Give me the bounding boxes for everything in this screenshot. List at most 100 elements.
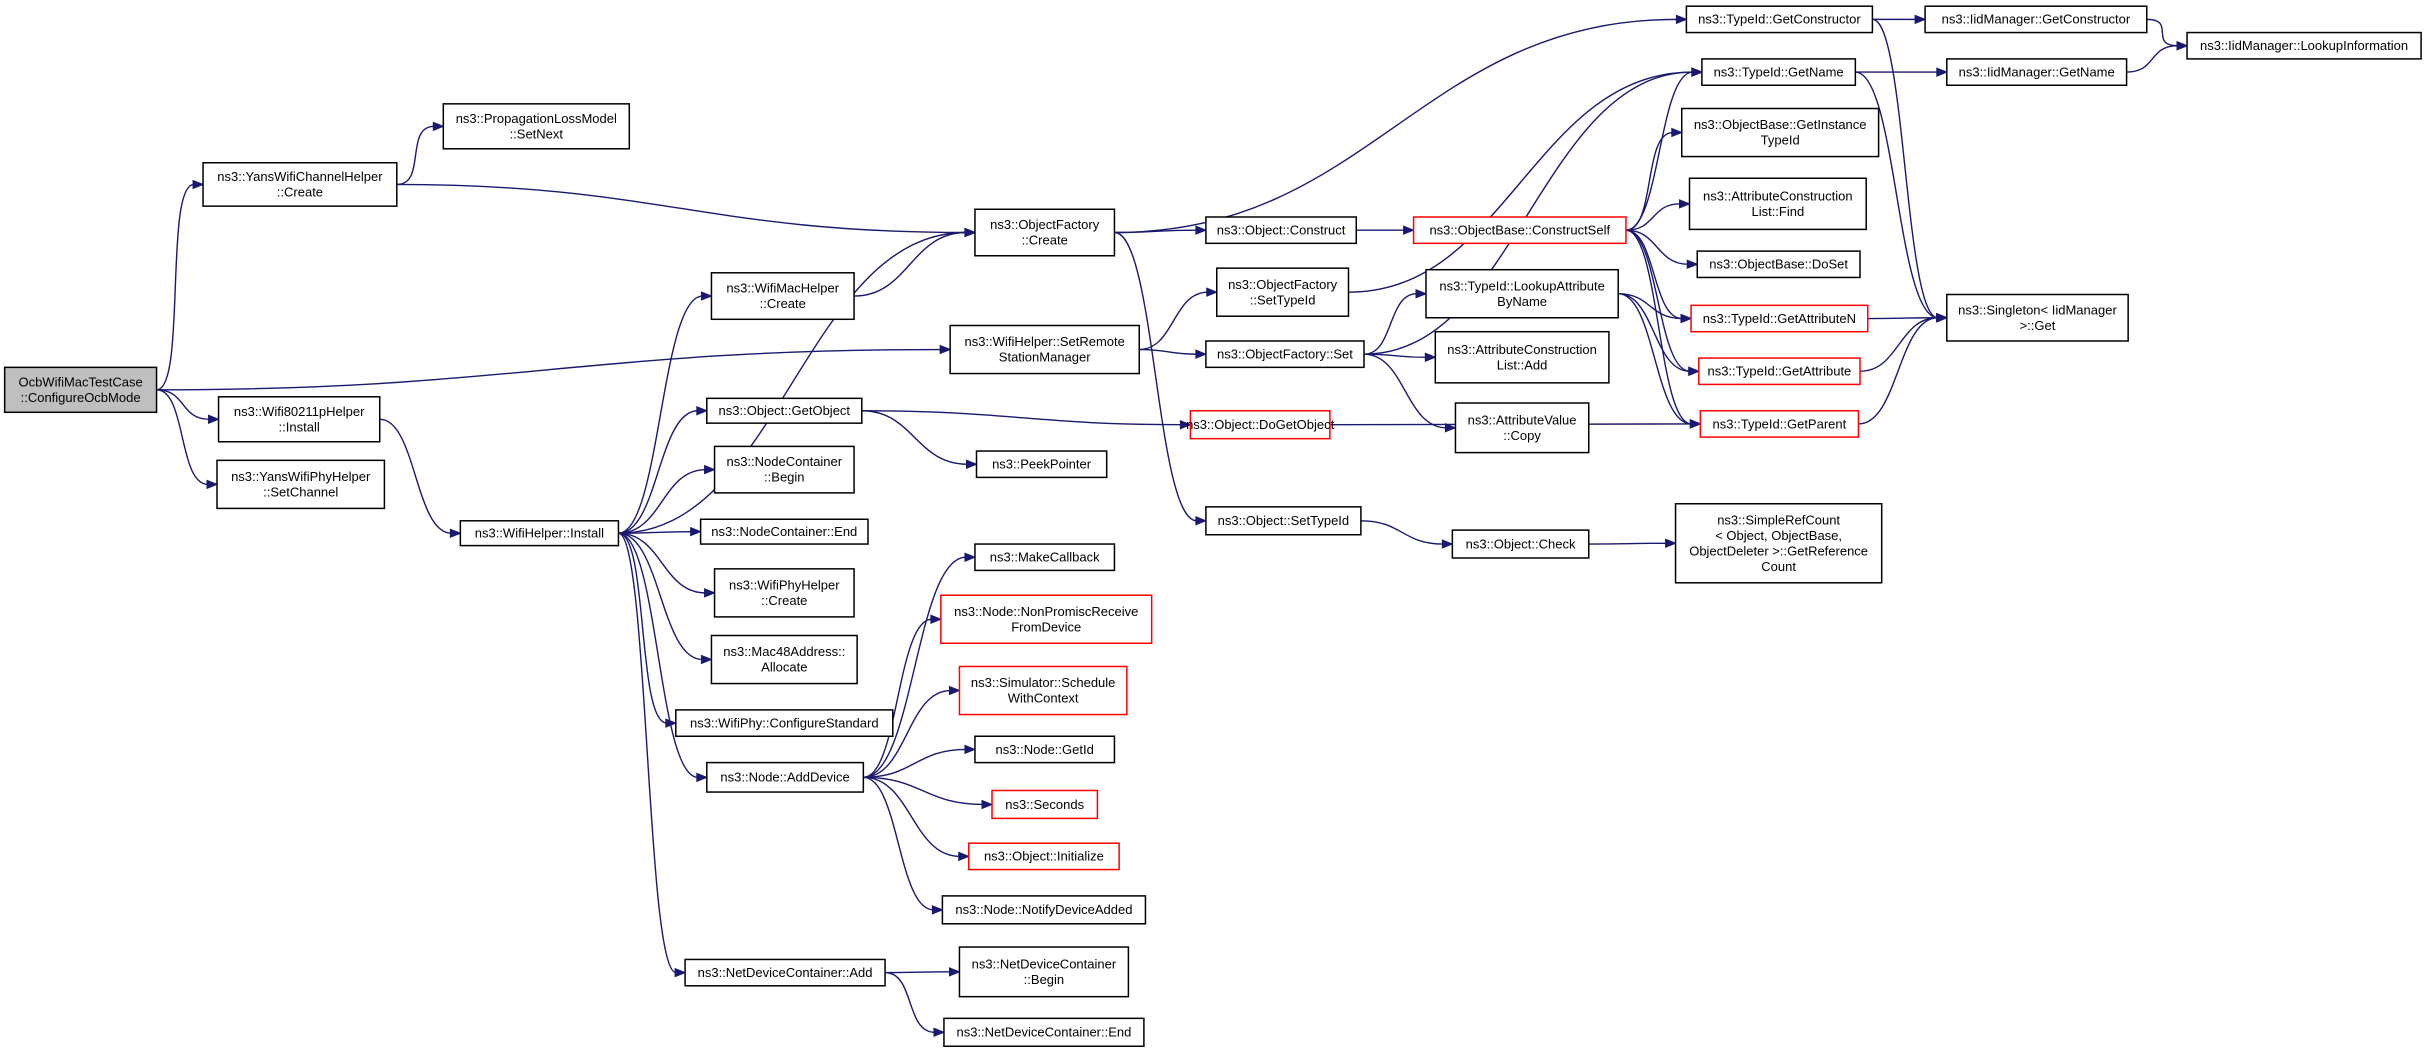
edge-line <box>618 532 667 724</box>
node-iid_lookupinfo[interactable]: ns3::IidManager::LookupInformation <box>2186 31 2422 60</box>
edge-line <box>1139 348 1197 355</box>
node-label-line: ns3::IidManager::GetName <box>1959 64 2115 79</box>
node-mac48_allocate[interactable]: ns3::Mac48Address::Allocate <box>710 634 858 685</box>
node-box <box>1699 410 1860 438</box>
node-wifihelper_install[interactable]: ns3::WifiHelper::Install <box>459 520 620 547</box>
edge-line <box>863 618 932 779</box>
call-edge-object_getobject-to-peekpointer <box>861 410 978 469</box>
node-object_check[interactable]: ns3::Object::Check <box>1451 529 1590 559</box>
node-node_adddevice[interactable]: ns3::Node::AddDevice <box>706 761 865 793</box>
node-iid_getconstructor[interactable]: ns3::IidManager::GetConstructor <box>1924 5 2148 34</box>
node-objbase_doset[interactable]: ns3::ObjectBase::DoSet <box>1696 250 1861 279</box>
node-label-line: ::Copy <box>1503 428 1541 443</box>
node-label-line: ns3::WifiHelper::SetRemote <box>964 334 1124 349</box>
node-typeid_getattribute[interactable]: ns3::TypeId::GetAttribute <box>1698 357 1861 386</box>
node-objfactory_set[interactable]: ns3::ObjectFactory::Set <box>1205 340 1365 369</box>
node-peekpointer[interactable]: ns3::PeekPointer <box>975 450 1108 479</box>
node-prop_setnext[interactable]: ns3::PropagationLossModel::SetNext <box>442 103 631 150</box>
node-object_getobject[interactable]: ns3::Object::GetObject <box>706 397 863 424</box>
arrowhead-icon <box>1671 127 1684 138</box>
node-label-line: ns3::WifiPhy::ConfigureStandard <box>690 715 879 730</box>
edge-line <box>618 532 677 974</box>
node-box <box>1688 177 1867 231</box>
node-netdevcont_end[interactable]: ns3::NetDeviceContainer::End <box>943 1017 1145 1047</box>
node-object_construct[interactable]: ns3::Object::Construct <box>1205 216 1358 245</box>
node-iid_getname[interactable]: ns3::IidManager::GetName <box>1946 58 2128 87</box>
arrowhead-icon <box>1424 352 1437 363</box>
node-makecallback[interactable]: ns3::MakeCallback <box>974 543 1116 572</box>
call-edge-netdevcont_add-to-netdevcont_end <box>885 971 946 1038</box>
node-label-line: ns3::PeekPointer <box>992 457 1092 472</box>
node-singleton_get[interactable]: ns3::Singleton< IidManager>::Get <box>1946 293 2129 342</box>
node-label-line: StationManager <box>999 350 1091 365</box>
node-box <box>1681 107 1880 158</box>
node-wifi80211p_install[interactable]: ns3::Wifi80211pHelper::Install <box>217 396 381 443</box>
arrowhead-icon <box>931 905 944 915</box>
node-objbase_constructself[interactable]: ns3::ObjectBase::ConstructSelf <box>1412 216 1627 245</box>
arrowhead-icon <box>1444 423 1457 433</box>
node-typeid_getconstructor[interactable]: ns3::TypeId::GetConstructor <box>1685 5 1874 34</box>
node-label-line: List::Add <box>1497 357 1548 372</box>
node-label-line: ns3::IidManager::GetConstructor <box>1942 12 2131 27</box>
call-edge-objbase_constructself-to-objbase_getinstance <box>1625 127 1684 231</box>
arrowhead-icon <box>432 121 445 132</box>
edge-line <box>1625 203 1681 231</box>
node-objfactory_settypeid[interactable]: ns3::ObjectFactory::SetTypeId <box>1216 267 1350 317</box>
node-seconds[interactable]: ns3::Seconds <box>991 789 1099 820</box>
node-label-line: ns3::AttributeConstruction <box>1703 188 1853 203</box>
arrowhead-icon <box>208 414 220 425</box>
node-label-line: ns3::ObjectFactory <box>1228 277 1338 292</box>
node-box <box>1946 293 2129 342</box>
arrowhead-icon <box>1675 14 1688 25</box>
node-box <box>3 366 158 414</box>
arrowhead-icon <box>700 291 713 301</box>
node-netdevcont_add[interactable]: ns3::NetDeviceContainer::Add <box>684 958 886 987</box>
node-typeid_getparent[interactable]: ns3::TypeId::GetParent <box>1699 410 1860 438</box>
node-label-line: ::Create <box>761 593 807 608</box>
edge-line <box>863 776 984 806</box>
node-box <box>975 450 1108 479</box>
node-nodecontainer_begin[interactable]: ns3::NodeContainer::Begin <box>713 445 855 494</box>
node-wifiphy_create[interactable]: ns3::WifiPhyHelper::Create <box>713 568 855 618</box>
node-object_initialize[interactable]: ns3::Object::Initialize <box>968 842 1120 871</box>
node-label-line: ns3::Object::Check <box>1466 536 1576 551</box>
node-typeid_getname[interactable]: ns3::TypeId::GetName <box>1701 58 1857 87</box>
node-label-line: ns3::Object::SetTypeId <box>1218 513 1350 528</box>
node-object_dogetobject[interactable]: ns3::Object::DoGetObject <box>1186 410 1335 440</box>
node-objfactory_create[interactable]: ns3::ObjectFactory::Create <box>974 208 1116 257</box>
arrowhead-icon <box>964 552 977 562</box>
node-node_getid[interactable]: ns3::Node::GetId <box>974 735 1116 764</box>
node-label-line: ns3::WifiMacHelper <box>726 281 839 296</box>
edge-line <box>2146 18 2179 47</box>
call-edge-wifihelper_install-to-mac48_allocate <box>618 532 713 665</box>
node-nodecontainer_end[interactable]: ns3::NodeContainer::End <box>699 518 869 545</box>
node-attrvalue_copy[interactable]: ns3::AttributeValue::Copy <box>1454 402 1590 454</box>
node-simplerefcount[interactable]: ns3::SimpleRefCount< Object, ObjectBase,… <box>1674 503 1883 584</box>
node-label-line: ns3::Node::NonPromiscReceive <box>954 604 1138 619</box>
node-object_settypeid[interactable]: ns3::Object::SetTypeId <box>1205 506 1362 536</box>
node-root[interactable]: OcbWifiMacTestCase::ConfigureOcbMode <box>3 366 158 414</box>
edge-line <box>1363 71 1693 355</box>
node-label-line: ::ConfigureOcbMode <box>21 390 141 405</box>
node-netdevcont_begin[interactable]: ns3::NetDeviceContainer::Begin <box>958 946 1130 998</box>
edge-line <box>1363 353 1447 429</box>
node-typeid_getattributen[interactable]: ns3::TypeId::GetAttributeN <box>1690 304 1869 333</box>
node-box <box>968 842 1120 871</box>
node-yanschan_create[interactable]: ns3::YansWifiChannelHelper::Create <box>202 162 398 207</box>
node-wifiphy_configstd[interactable]: ns3::WifiPhy::ConfigureStandard <box>675 709 894 738</box>
node-label-line: Allocate <box>761 660 807 675</box>
arrowhead-icon <box>696 406 709 416</box>
node-yansphy_setchannel[interactable]: ns3::YansWifiPhyHelper::SetChannel <box>216 459 386 510</box>
node-wifimac_create[interactable]: ns3::WifiMacHelper::Create <box>710 272 855 321</box>
edge-line <box>1625 229 1692 425</box>
node-node_notify[interactable]: ns3::Node::NotifyDeviceAdded <box>941 895 1147 925</box>
node-label-line: ns3::AttributeConstruction <box>1447 342 1597 357</box>
node-label-line: ns3::ObjectFactory <box>990 217 1100 232</box>
